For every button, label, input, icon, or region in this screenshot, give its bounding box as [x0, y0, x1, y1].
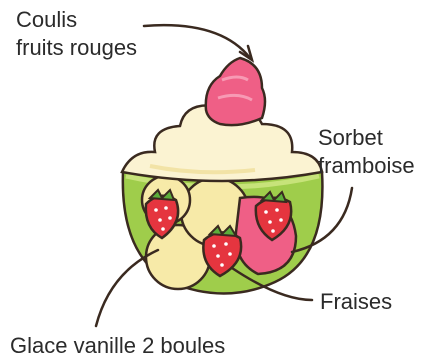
coulis-topping: [206, 58, 265, 125]
label-coulis-line1: Coulis: [16, 6, 137, 34]
label-glace: Glace vanille 2 boules: [10, 332, 225, 360]
label-coulis: Coulis fruits rouges: [16, 6, 137, 62]
label-sorbet: Sorbet framboise: [318, 124, 415, 180]
label-coulis-line2: fruits rouges: [16, 34, 137, 62]
label-fraises: Fraises: [320, 288, 392, 316]
label-sorbet-line1: Sorbet: [318, 124, 415, 152]
arrow-coulis: [144, 25, 250, 58]
label-sorbet-line2: framboise: [318, 152, 415, 180]
